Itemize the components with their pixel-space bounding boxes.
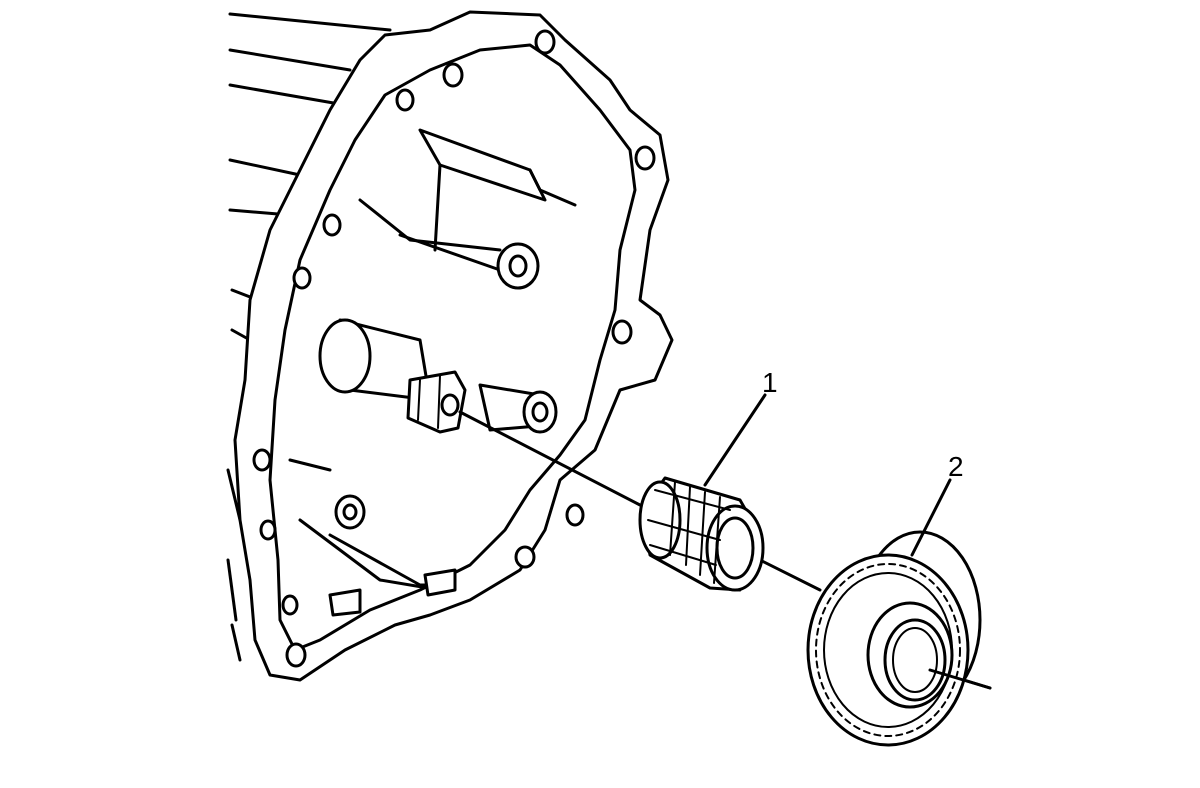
helical-gear <box>806 530 992 747</box>
callout-2: 2 <box>910 451 964 557</box>
callout-1: 1 <box>703 367 778 487</box>
transmission-case <box>226 10 674 682</box>
needle-bearing <box>638 476 765 592</box>
bolt-holes <box>252 29 656 668</box>
callout-1-label: 1 <box>762 367 778 398</box>
callout-2-label: 2 <box>948 451 964 482</box>
